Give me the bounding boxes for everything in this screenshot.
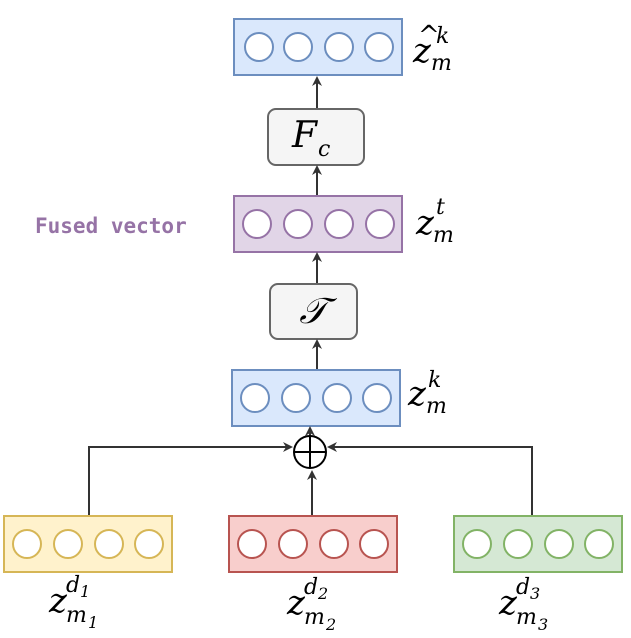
output-vector-box: [233, 18, 403, 76]
svg-text:d: d: [304, 575, 318, 600]
svg-text:m: m: [433, 223, 454, 248]
svg-text:1: 1: [80, 582, 90, 601]
vector-node: [319, 529, 349, 559]
svg-text:m: m: [426, 394, 447, 419]
concat-vector-label: z m k: [407, 368, 447, 419]
vector-node: [281, 383, 311, 413]
svg-text:3: 3: [530, 584, 540, 603]
svg-text:k: k: [436, 24, 449, 49]
vector-node: [283, 32, 313, 62]
svg-text:m: m: [66, 603, 87, 628]
svg-text:z: z: [498, 583, 518, 623]
vector-node: [365, 209, 395, 239]
input-vector-2-label: z m 2 d 2: [286, 575, 336, 634]
input-vector-1-box: [3, 515, 173, 573]
vector-node: [53, 529, 83, 559]
svg-text:d: d: [516, 575, 530, 600]
svg-text:2: 2: [325, 615, 336, 634]
vector-node: [237, 529, 267, 559]
fused-vector-label: Fused vector: [35, 214, 187, 238]
fused-vector-math-label: z m t: [415, 195, 454, 248]
output-vector-label: z ^ m k: [412, 21, 452, 76]
vector-node: [12, 529, 42, 559]
input-vector-1-label: z m 1 d 1: [48, 573, 98, 632]
svg-text:k: k: [428, 368, 441, 393]
vector-node: [240, 383, 270, 413]
vector-node: [364, 32, 394, 62]
transform-box: 𝒯: [269, 283, 358, 340]
vector-node: [462, 529, 492, 559]
svg-text:2: 2: [317, 584, 328, 603]
svg-text:z: z: [48, 581, 68, 621]
input-vector-3-label: z m 3 d 3: [498, 575, 548, 634]
vector-node: [584, 529, 614, 559]
connector-input1-to-oplus: [88, 442, 293, 515]
fused-vector-box: [233, 195, 403, 253]
vector-node: [544, 529, 574, 559]
svg-text:z: z: [286, 583, 306, 623]
vector-node: [94, 529, 124, 559]
svg-text:m: m: [304, 605, 325, 630]
svg-text:1: 1: [88, 613, 98, 632]
svg-text:3: 3: [538, 615, 548, 634]
vector-node: [244, 32, 274, 62]
vector-node: [134, 529, 164, 559]
svg-text:m: m: [431, 51, 452, 76]
svg-text:z: z: [407, 374, 427, 414]
vector-node: [283, 209, 313, 239]
svg-text:m: m: [516, 605, 537, 630]
fc-box: F c: [267, 108, 365, 166]
fc-label: F: [291, 115, 319, 156]
input-vector-3-box: [453, 515, 623, 573]
input-vector-2-box: [228, 515, 398, 573]
concat-vector-box: [231, 369, 401, 427]
vector-node: [362, 383, 392, 413]
vector-node: [242, 209, 272, 239]
connector-input3-to-oplus: [327, 442, 533, 515]
oplus-symbol: [293, 435, 327, 469]
svg-text:z: z: [412, 31, 432, 71]
svg-text:^: ^: [418, 21, 440, 51]
svg-text:z: z: [415, 203, 435, 243]
svg-text:t: t: [436, 195, 445, 220]
vector-node: [322, 383, 352, 413]
vector-node: [278, 529, 308, 559]
svg-text:d: d: [66, 573, 80, 598]
vector-node: [324, 32, 354, 62]
vector-node: [503, 529, 533, 559]
fc-sub: c: [318, 137, 330, 162]
vector-node: [359, 529, 389, 559]
vector-node: [324, 209, 354, 239]
